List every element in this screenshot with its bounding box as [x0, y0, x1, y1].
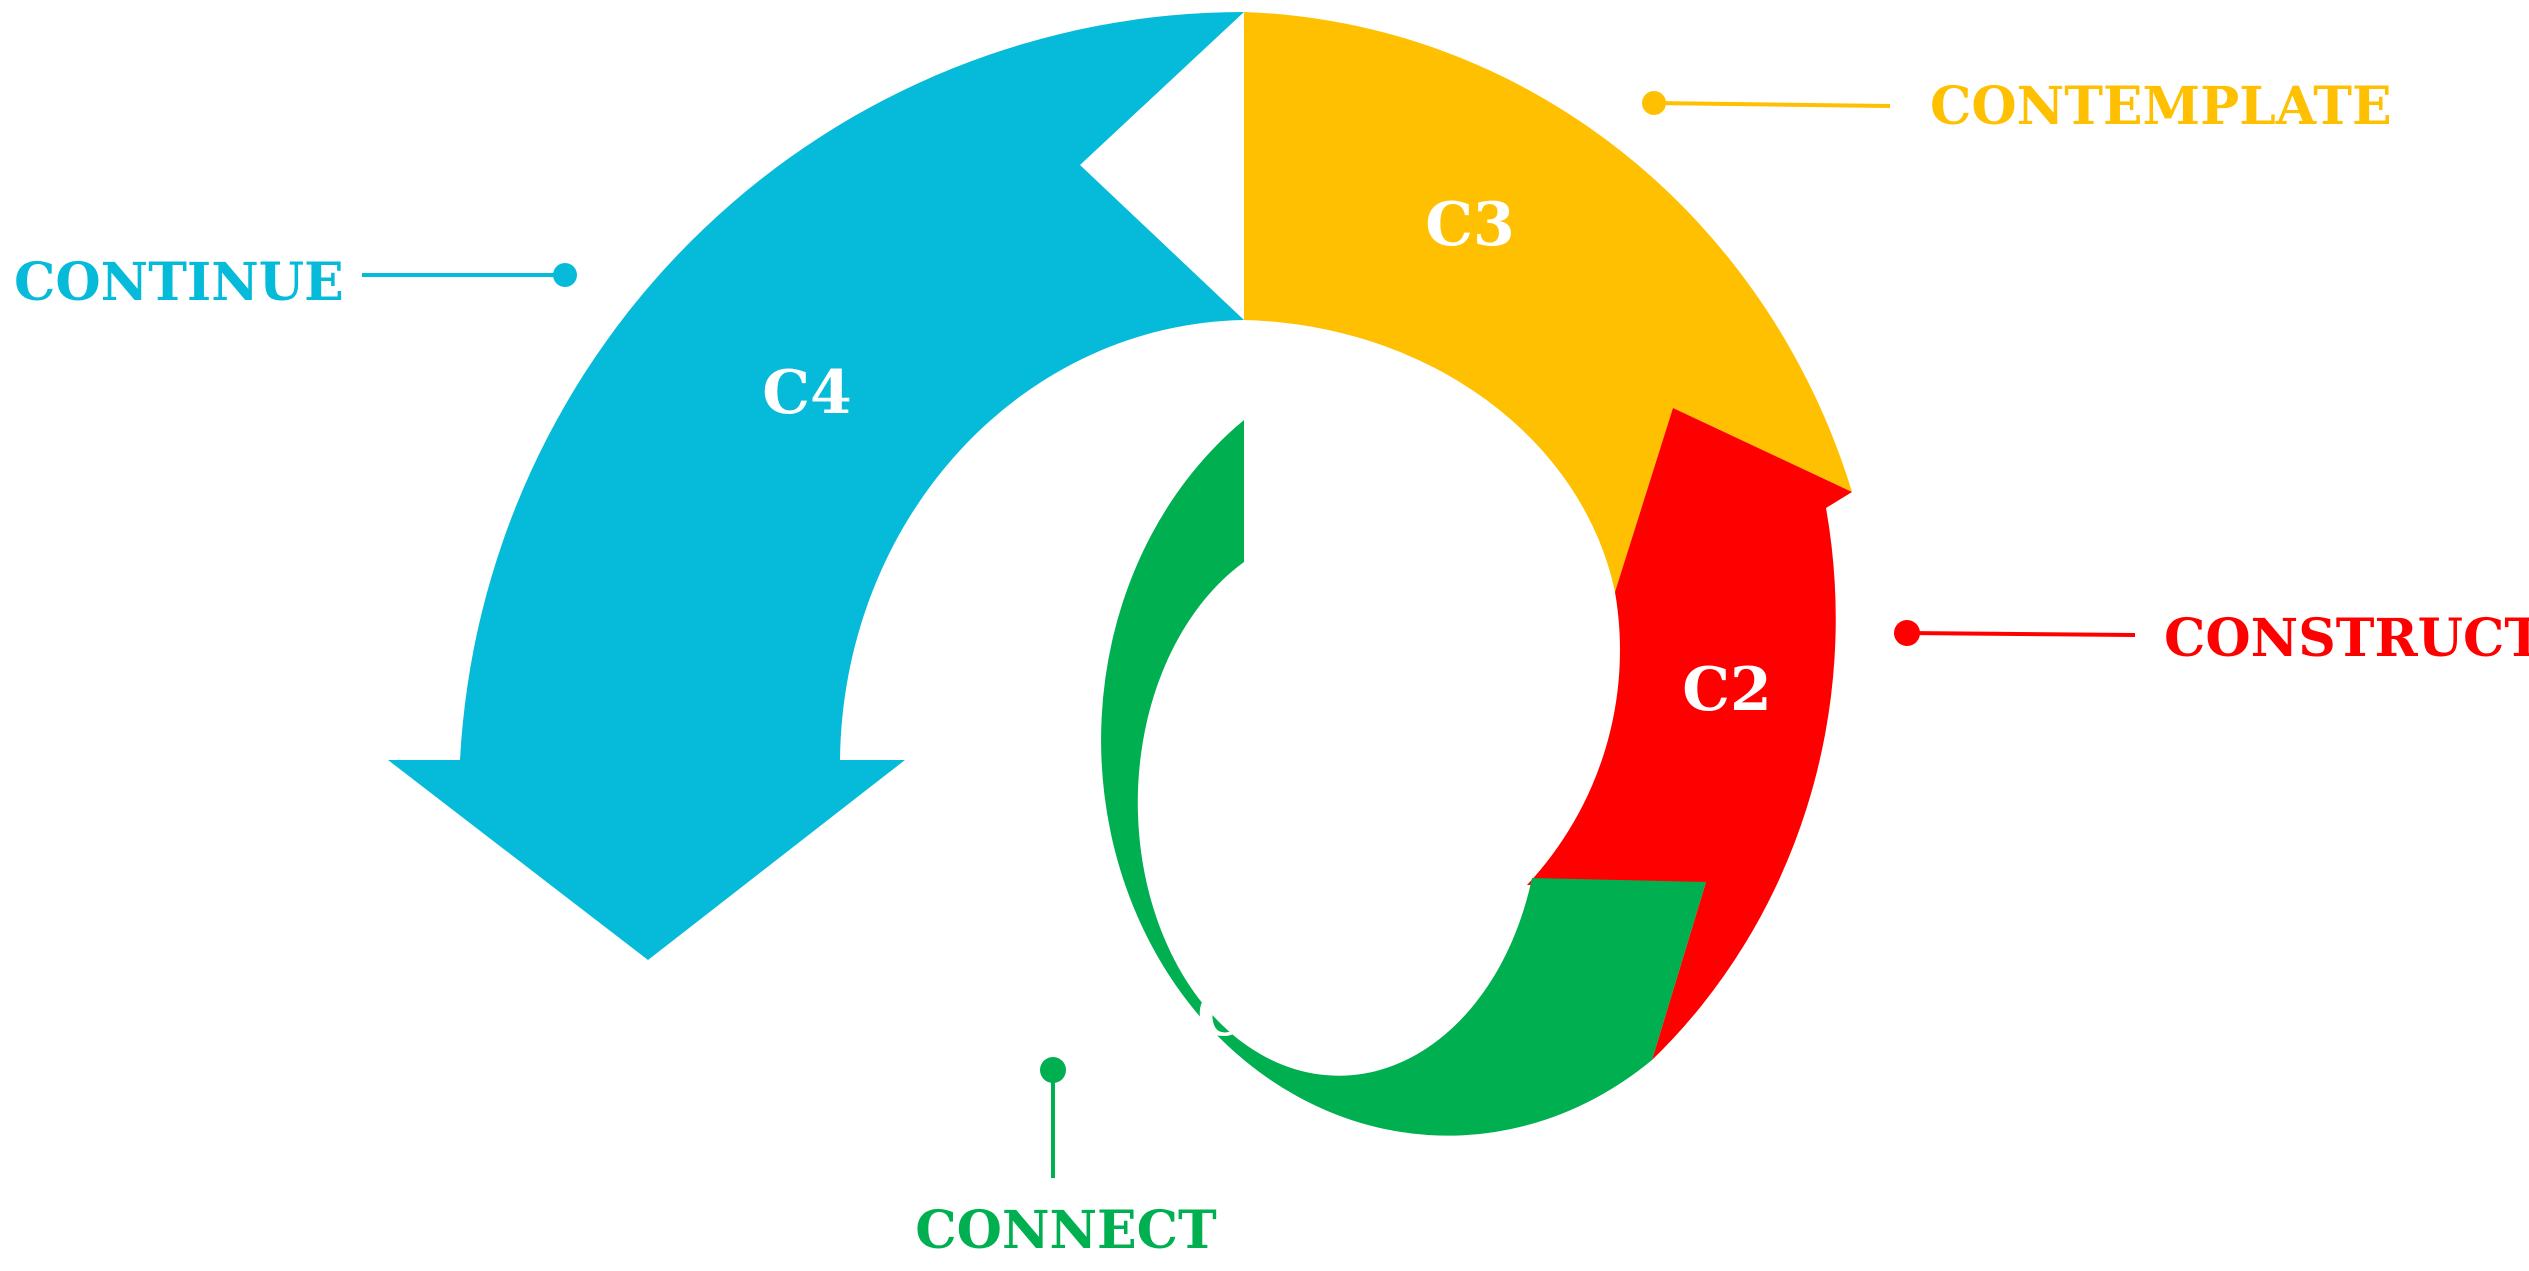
contemplate-leader-line — [1653, 101, 1891, 108]
c4-label: C4 — [762, 358, 852, 428]
connect-label: CONNECT — [915, 1200, 1217, 1261]
c2-segment-shape — [1527, 408, 1852, 1060]
construct-leader-line — [1906, 631, 2136, 637]
construct-label: CONSTRUCT — [2164, 608, 2529, 669]
continue-label: CONTINUE — [14, 252, 344, 313]
c1-label: C1 — [1197, 980, 1287, 1050]
continue-callout: CONTINUE — [14, 252, 577, 313]
construct-callout: CONSTRUCT — [1894, 608, 2529, 669]
c4-arrow-shape — [388, 11, 1244, 960]
c1-segment-shape — [1101, 420, 1706, 1136]
c3-segment-shape — [1244, 12, 1852, 592]
contemplate-callout: CONTEMPLATE — [1642, 76, 2392, 137]
connect-callout: CONNECT — [915, 1057, 1217, 1261]
contemplate-label: CONTEMPLATE — [1930, 76, 2392, 137]
c2-label: C2 — [1682, 655, 1772, 725]
c3-label: C3 — [1425, 190, 1515, 260]
